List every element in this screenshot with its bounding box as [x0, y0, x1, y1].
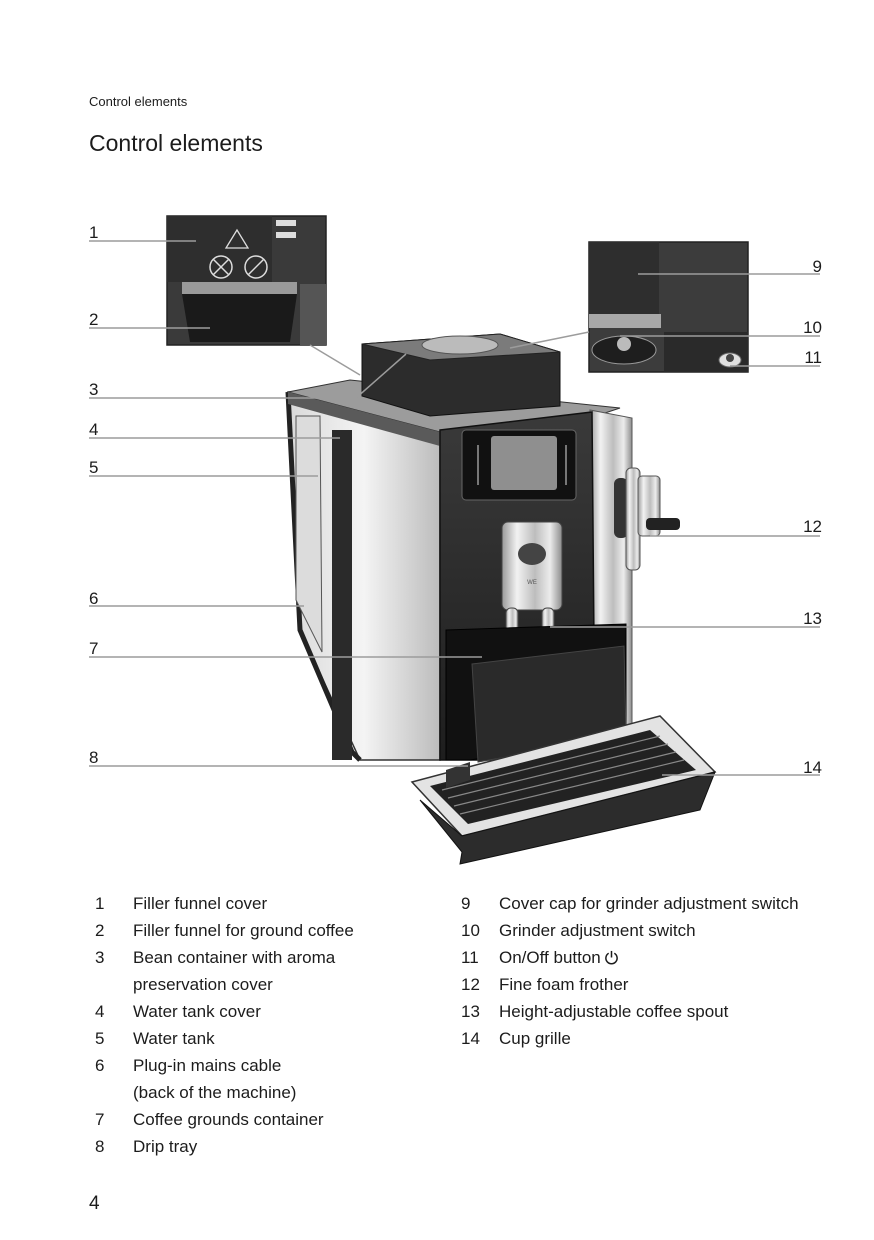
- legend-text: Cover cap for grinder adjustment switch: [499, 894, 799, 913]
- callout-13: 13: [803, 609, 822, 628]
- legend-item-1: 1 Filler funnel cover: [95, 890, 455, 917]
- legend-text: Cup grille: [499, 1029, 571, 1048]
- callout-labels: 1 2 3 4 5 6 7 8 9 10 11 12 13 14: [89, 223, 822, 777]
- callout-1: 1: [89, 223, 98, 242]
- page-title: Control elements: [89, 130, 263, 156]
- legend-number: 7: [95, 1110, 105, 1129]
- callout-12: 12: [803, 517, 822, 536]
- inset-filler-funnel: [166, 215, 327, 346]
- inset-grinder-switch: [588, 241, 749, 373]
- callout-6: 6: [89, 589, 98, 608]
- legend-item-4: 4 Water tank cover: [95, 998, 455, 1025]
- legend-text: Fine foam frother: [499, 975, 629, 994]
- legend-text-line: (back of the machine): [133, 1083, 297, 1102]
- legend-item-7: 7 Coffee grounds container: [95, 1106, 455, 1133]
- legend-text: Bean container with aroma preservation co…: [133, 944, 455, 998]
- warning-triangle-icon: [224, 228, 250, 249]
- no-beans-icon: [209, 255, 233, 279]
- legend-text-line: Plug-in mains cable: [133, 1056, 282, 1075]
- legend-number: 3: [95, 948, 105, 967]
- callout-4: 4: [89, 420, 98, 439]
- legend-number: 9: [461, 894, 471, 913]
- legend-item-6: 6 Plug-in mains cable (back of the machine…: [95, 1052, 455, 1106]
- legend-text-line: preservation cover: [133, 975, 273, 994]
- no-instant-icon: [244, 255, 268, 279]
- legend-text-line: Bean container with aroma: [133, 948, 336, 967]
- page-number: 4: [89, 1193, 100, 1214]
- legend-text: Water tank cover: [133, 1002, 261, 1021]
- legend-text: Plug-in mains cable (back of the machine): [133, 1052, 455, 1106]
- legend-item-13: 13 Height-adjustable coffee spout: [461, 998, 841, 1025]
- legend-number: 10: [461, 921, 480, 940]
- power-icon: [604, 950, 618, 965]
- callout-10: 10: [803, 318, 822, 337]
- legend-number: 2: [95, 921, 105, 940]
- running-header: Control elements: [89, 94, 188, 109]
- legend-right-column: 9 Cover cap for grinder adjustment switch…: [461, 890, 841, 1052]
- callout-14: 14: [803, 758, 822, 777]
- legend-item-3: 3 Bean container with aroma preservation c…: [95, 944, 455, 998]
- legend-number: 8: [95, 1137, 105, 1156]
- legend-item-8: 8 Drip tray: [95, 1133, 455, 1160]
- callout-2: 2: [89, 310, 98, 329]
- callout-5: 5: [89, 458, 98, 477]
- leader-lines: [89, 240, 820, 776]
- legend-left-column: 1 Filler funnel cover 2 Filler funnel for …: [95, 890, 455, 1160]
- legend-text: Coffee grounds container: [133, 1110, 324, 1129]
- legend-item-10: 10 Grinder adjustment switch: [461, 917, 841, 944]
- legend-text-line: On/Off button: [499, 948, 601, 967]
- legend-text: Filler funnel cover: [133, 894, 268, 913]
- legend-item-12: 12 Fine foam frother: [461, 971, 841, 998]
- legend-text: Grinder adjustment switch: [499, 921, 696, 940]
- on-off-button-illustration: [718, 352, 742, 368]
- legend-number: 14: [461, 1029, 480, 1048]
- legend-item-14: 14 Cup grille: [461, 1025, 841, 1052]
- callout-11: 11: [804, 348, 822, 367]
- legend-item-9: 9 Cover cap for grinder adjustment switch: [461, 890, 841, 917]
- svg-text:WE: WE: [527, 580, 537, 586]
- legend-number: 12: [461, 975, 480, 994]
- legend-text: Drip tray: [133, 1137, 198, 1156]
- legend-number: 4: [95, 1002, 105, 1021]
- legend-text: Filler funnel for ground coffee: [133, 921, 354, 940]
- legend-number: 6: [95, 1056, 105, 1075]
- callout-9: 9: [813, 257, 822, 276]
- legend-number: 11: [461, 948, 479, 967]
- legend-item-11: 11 On/Off button: [461, 944, 841, 971]
- callout-3: 3: [89, 380, 98, 399]
- legend-text: Water tank: [133, 1029, 215, 1048]
- legend-number: 13: [461, 1002, 480, 1021]
- legend-number: 1: [95, 894, 105, 913]
- legend-number: 5: [95, 1029, 105, 1048]
- coffee-machine: WE: [285, 333, 717, 865]
- machine-illustration: WE: [89, 215, 822, 865]
- legend-item-5: 5 Water tank: [95, 1025, 455, 1052]
- legend-text: Height-adjustable coffee spout: [499, 1002, 729, 1021]
- callout-7: 7: [89, 639, 98, 658]
- legend-item-2: 2 Filler funnel for ground coffee: [95, 917, 455, 944]
- legend-text: On/Off button: [499, 944, 841, 971]
- callout-8: 8: [89, 748, 98, 767]
